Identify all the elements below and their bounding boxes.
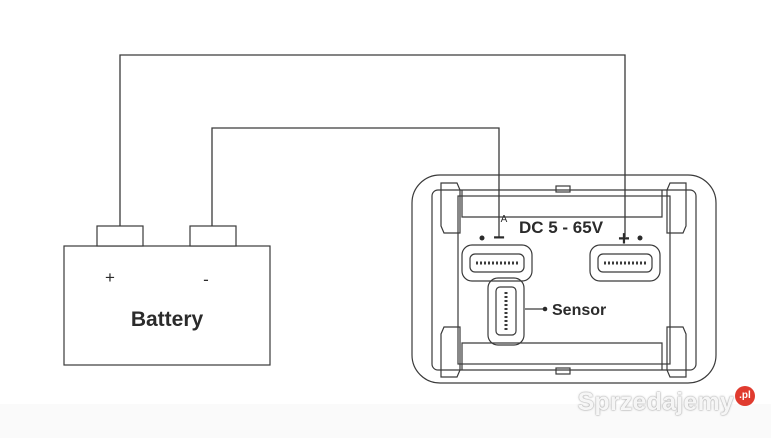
negative-terminal-sign: − (493, 227, 505, 249)
terminal-a-label: A (501, 214, 508, 225)
clip-bottom-left (440, 326, 461, 378)
footer-band (0, 404, 771, 438)
sensor-socket-inner (495, 286, 517, 336)
sensor-pointer-dot (542, 306, 548, 312)
positive-socket (589, 244, 661, 282)
negative-socket-inner (469, 253, 525, 273)
meter-module (411, 174, 717, 384)
sensor-label: Sensor (552, 302, 606, 319)
negative-wire (211, 127, 500, 237)
positive-socket-inner (597, 253, 653, 273)
module-top-notch (555, 185, 571, 193)
watermark: Sprzedajemy .pl (577, 386, 755, 417)
negative-connection-dot (479, 235, 485, 241)
module-inner-panel (457, 195, 671, 365)
module-bottom-edge (461, 342, 663, 370)
battery-positive-terminal (96, 225, 144, 247)
clip-top-left (440, 182, 461, 234)
watermark-text: Sprzedajemy (577, 388, 734, 416)
module-top-edge (461, 190, 663, 218)
sensor-socket (487, 277, 525, 346)
battery (63, 225, 271, 366)
battery-negative-terminal (189, 225, 237, 247)
voltage-label: DC 5 - 65V (519, 218, 604, 237)
module-bottom-notch (555, 367, 571, 375)
positive-terminal-sign: + (618, 228, 630, 250)
positive-connection-dot (637, 235, 643, 241)
battery-negative-sign: - (203, 270, 209, 289)
battery-positive-sign: + (105, 268, 115, 287)
module-outer-case (411, 174, 717, 384)
watermark-badge: .pl (735, 386, 755, 406)
module-inner-frame (431, 189, 697, 371)
clip-bottom-right (666, 326, 687, 378)
positive-wire (119, 54, 626, 237)
battery-label: Battery (131, 308, 204, 331)
battery-body (63, 245, 271, 366)
wires (119, 54, 626, 237)
clip-top-right (666, 182, 687, 234)
negative-socket (461, 244, 533, 282)
